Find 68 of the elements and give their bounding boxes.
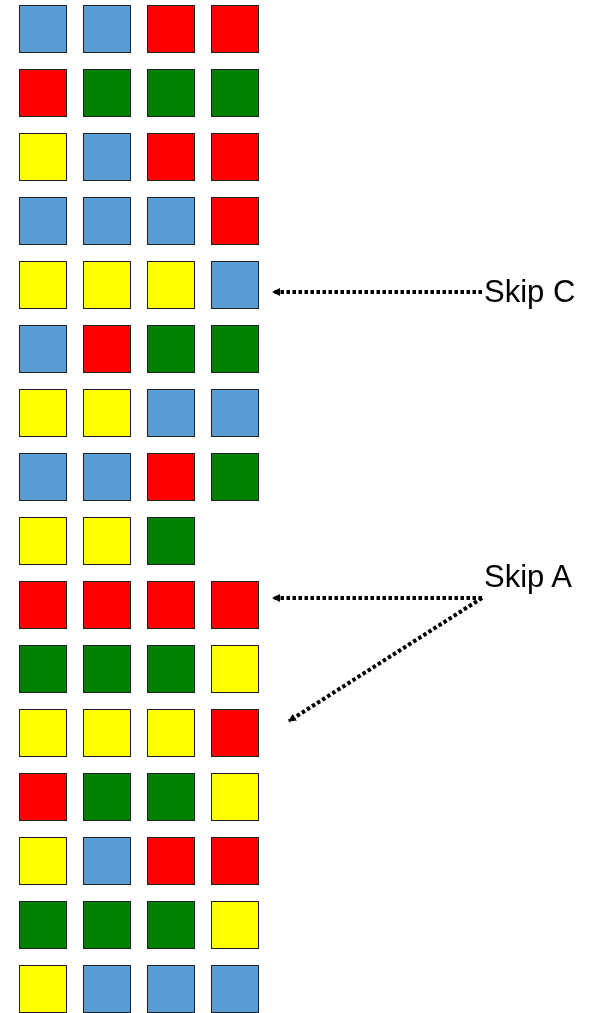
colored-square xyxy=(19,517,67,565)
colored-square xyxy=(19,133,67,181)
colored-square xyxy=(211,325,259,373)
colored-square xyxy=(19,453,67,501)
colored-square xyxy=(83,517,131,565)
colored-square xyxy=(83,261,131,309)
colored-square xyxy=(211,5,259,53)
colored-square xyxy=(83,901,131,949)
skip-label: Skip A xyxy=(484,551,608,603)
colored-square xyxy=(19,645,67,693)
colored-square xyxy=(19,709,67,757)
colored-square xyxy=(147,965,195,1013)
colored-square xyxy=(211,389,259,437)
colored-square xyxy=(147,581,195,629)
colored-square xyxy=(147,5,195,53)
colored-square xyxy=(83,133,131,181)
colored-square xyxy=(19,581,67,629)
colored-square xyxy=(83,5,131,53)
colored-square xyxy=(147,133,195,181)
colored-square xyxy=(211,133,259,181)
colored-square xyxy=(147,645,195,693)
colored-square xyxy=(19,261,67,309)
colored-square xyxy=(83,709,131,757)
colored-square xyxy=(19,69,67,117)
colored-square xyxy=(83,197,131,245)
colored-square xyxy=(211,965,259,1013)
colored-square xyxy=(83,837,131,885)
colored-square xyxy=(19,197,67,245)
colored-square xyxy=(211,197,259,245)
colored-square xyxy=(211,709,259,757)
colored-square xyxy=(83,389,131,437)
colored-square xyxy=(211,453,259,501)
colored-square xyxy=(19,5,67,53)
colored-square xyxy=(83,773,131,821)
colored-square xyxy=(147,325,195,373)
colored-square xyxy=(211,645,259,693)
dotted-arrow xyxy=(272,288,482,296)
colored-square xyxy=(19,325,67,373)
colored-square xyxy=(83,645,131,693)
colored-square xyxy=(19,901,67,949)
colored-square xyxy=(19,773,67,821)
colored-square xyxy=(211,69,259,117)
colored-square xyxy=(211,581,259,629)
dotted-arrow xyxy=(272,594,482,602)
colored-square xyxy=(147,389,195,437)
colored-square xyxy=(147,773,195,821)
colored-square xyxy=(147,197,195,245)
colored-square xyxy=(83,453,131,501)
colored-square xyxy=(211,901,259,949)
colored-square xyxy=(147,837,195,885)
colored-square xyxy=(211,261,259,309)
colored-square xyxy=(147,453,195,501)
dotted-arrow xyxy=(287,596,484,723)
skip-label: Skip C xyxy=(484,268,608,316)
colored-square xyxy=(147,709,195,757)
colored-square xyxy=(211,837,259,885)
colored-square xyxy=(147,69,195,117)
colored-square xyxy=(83,325,131,373)
colored-square xyxy=(83,69,131,117)
colored-square xyxy=(19,389,67,437)
colored-square xyxy=(147,517,195,565)
colored-square xyxy=(211,773,259,821)
colored-square xyxy=(83,965,131,1013)
colored-square xyxy=(19,837,67,885)
colored-square xyxy=(147,261,195,309)
colored-square xyxy=(83,581,131,629)
colored-square xyxy=(19,965,67,1013)
colored-square xyxy=(147,901,195,949)
